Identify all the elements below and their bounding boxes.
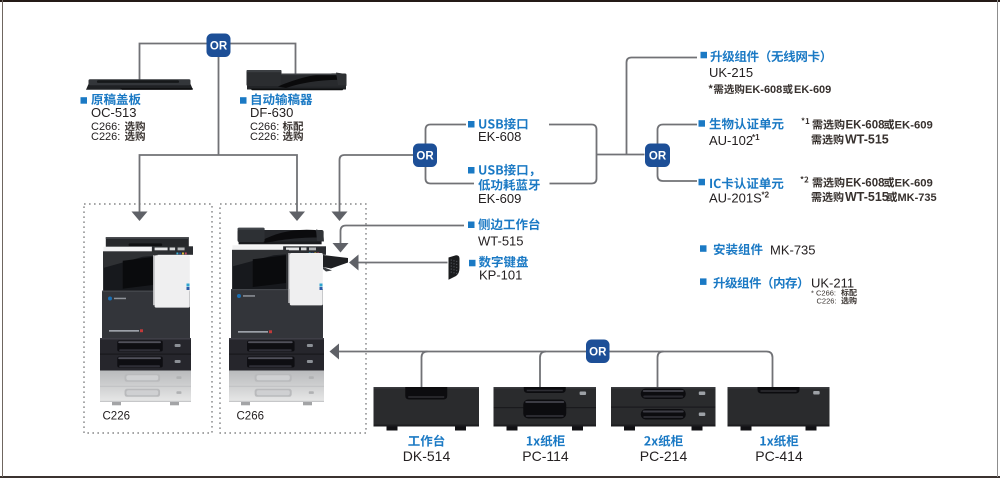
svg-text:C266:: C266: <box>250 121 279 133</box>
svg-text:OR: OR <box>589 346 607 358</box>
svg-text:AU-102: AU-102 <box>709 133 753 148</box>
svg-text:EK-608: EK-608 <box>478 129 521 144</box>
svg-text:C226:: C226: <box>250 131 279 143</box>
svg-text:EK-608: EK-608 <box>745 84 782 96</box>
svg-text:EK-609: EK-609 <box>895 178 933 190</box>
svg-text:UK-215: UK-215 <box>709 65 753 80</box>
svg-text:MK-735: MK-735 <box>770 243 816 258</box>
svg-text:DK-514: DK-514 <box>403 448 451 464</box>
svg-text:*1: *1 <box>752 133 760 142</box>
svg-text:EK-608: EK-608 <box>846 178 886 190</box>
svg-text:PC-114: PC-114 <box>522 448 569 464</box>
svg-text:WT-515: WT-515 <box>845 133 889 147</box>
svg-text:EK-609: EK-609 <box>478 191 521 206</box>
svg-text:EK-609: EK-609 <box>794 84 831 96</box>
svg-text:MK-735: MK-735 <box>898 192 937 204</box>
svg-text:WT-515: WT-515 <box>845 190 889 204</box>
svg-text:KP-101: KP-101 <box>479 268 522 283</box>
svg-text:C266:: C266: <box>91 121 120 133</box>
svg-text:C226:: C226: <box>817 297 837 306</box>
svg-text:OC-513: OC-513 <box>91 105 137 120</box>
svg-text:OR: OR <box>416 150 434 162</box>
svg-text:* C266:: * C266: <box>811 289 836 298</box>
svg-text:EK-608: EK-608 <box>846 120 886 132</box>
svg-text:AU-201S: AU-201S <box>709 191 762 206</box>
svg-text:OR: OR <box>649 150 667 162</box>
svg-text:C226:: C226: <box>91 131 120 143</box>
svg-text:DF-630: DF-630 <box>250 105 293 120</box>
svg-text:UK-211: UK-211 <box>811 276 854 291</box>
svg-text:*2: *2 <box>762 191 770 200</box>
svg-text:EK-609: EK-609 <box>895 120 933 132</box>
svg-text:PC-414: PC-414 <box>755 448 803 464</box>
svg-text:PC-214: PC-214 <box>640 448 688 464</box>
svg-text:WT-515: WT-515 <box>478 234 524 249</box>
svg-text:C226: C226 <box>103 411 131 423</box>
svg-text:OR: OR <box>210 40 228 52</box>
svg-text:C266: C266 <box>237 411 265 423</box>
